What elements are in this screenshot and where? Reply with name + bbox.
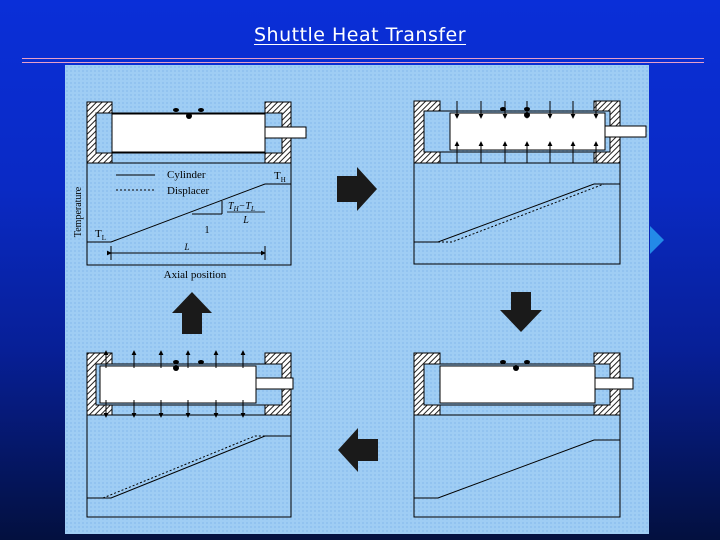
graph-frame xyxy=(86,414,292,518)
panel-top-right xyxy=(413,100,647,265)
down-arrow-icon xyxy=(500,292,542,332)
heat-flux-arrows-outward xyxy=(103,350,246,418)
shuttle-heat-diagram: Cylinder Displacer Temperature Axial pos… xyxy=(73,100,647,518)
slope-run: 1 xyxy=(205,225,210,236)
legend-cylinder: Cylinder xyxy=(167,169,206,181)
cylinder-left-endcap xyxy=(413,100,441,164)
slope-denominator: L xyxy=(242,215,249,226)
right-arrow-icon xyxy=(337,167,377,211)
length-label: L xyxy=(183,242,189,252)
displacer xyxy=(99,365,257,404)
blue-chevron-decoration xyxy=(650,226,664,254)
displacer-rod xyxy=(255,377,294,390)
slide-title: Shuttle Heat Transfer xyxy=(253,24,467,46)
displacer-rod xyxy=(594,377,634,390)
title-rule-top xyxy=(22,58,704,59)
legend-displacer: Displacer xyxy=(167,185,209,197)
graph-frame xyxy=(413,414,621,518)
t-low-label: TL xyxy=(95,228,106,242)
x-axis-label: Axial position xyxy=(164,269,227,281)
cylinder-left-endcap xyxy=(413,352,441,416)
graph-frame xyxy=(413,162,621,265)
panel-top-left: Cylinder Displacer Temperature Axial pos… xyxy=(73,101,307,281)
cylinder-left-endcap xyxy=(86,101,113,164)
panel-bottom-left xyxy=(86,350,294,518)
displacer-rod xyxy=(264,126,307,139)
y-axis-label: Temperature xyxy=(73,186,84,237)
slope-numerator: TH−TL xyxy=(228,201,255,213)
up-arrow-icon xyxy=(172,292,212,334)
displacer xyxy=(439,365,596,404)
graph-frame xyxy=(86,162,292,266)
t-high-label: TH xyxy=(274,170,286,184)
left-arrow-icon xyxy=(338,428,378,472)
heat-flux-arrows-inward xyxy=(454,101,599,163)
panel-bottom-right xyxy=(413,352,634,518)
title-rule-bottom xyxy=(22,62,704,63)
diagram-panel: Cylinder Displacer Temperature Axial pos… xyxy=(65,65,649,534)
displacer xyxy=(111,113,266,153)
displacer-rod xyxy=(604,125,647,138)
